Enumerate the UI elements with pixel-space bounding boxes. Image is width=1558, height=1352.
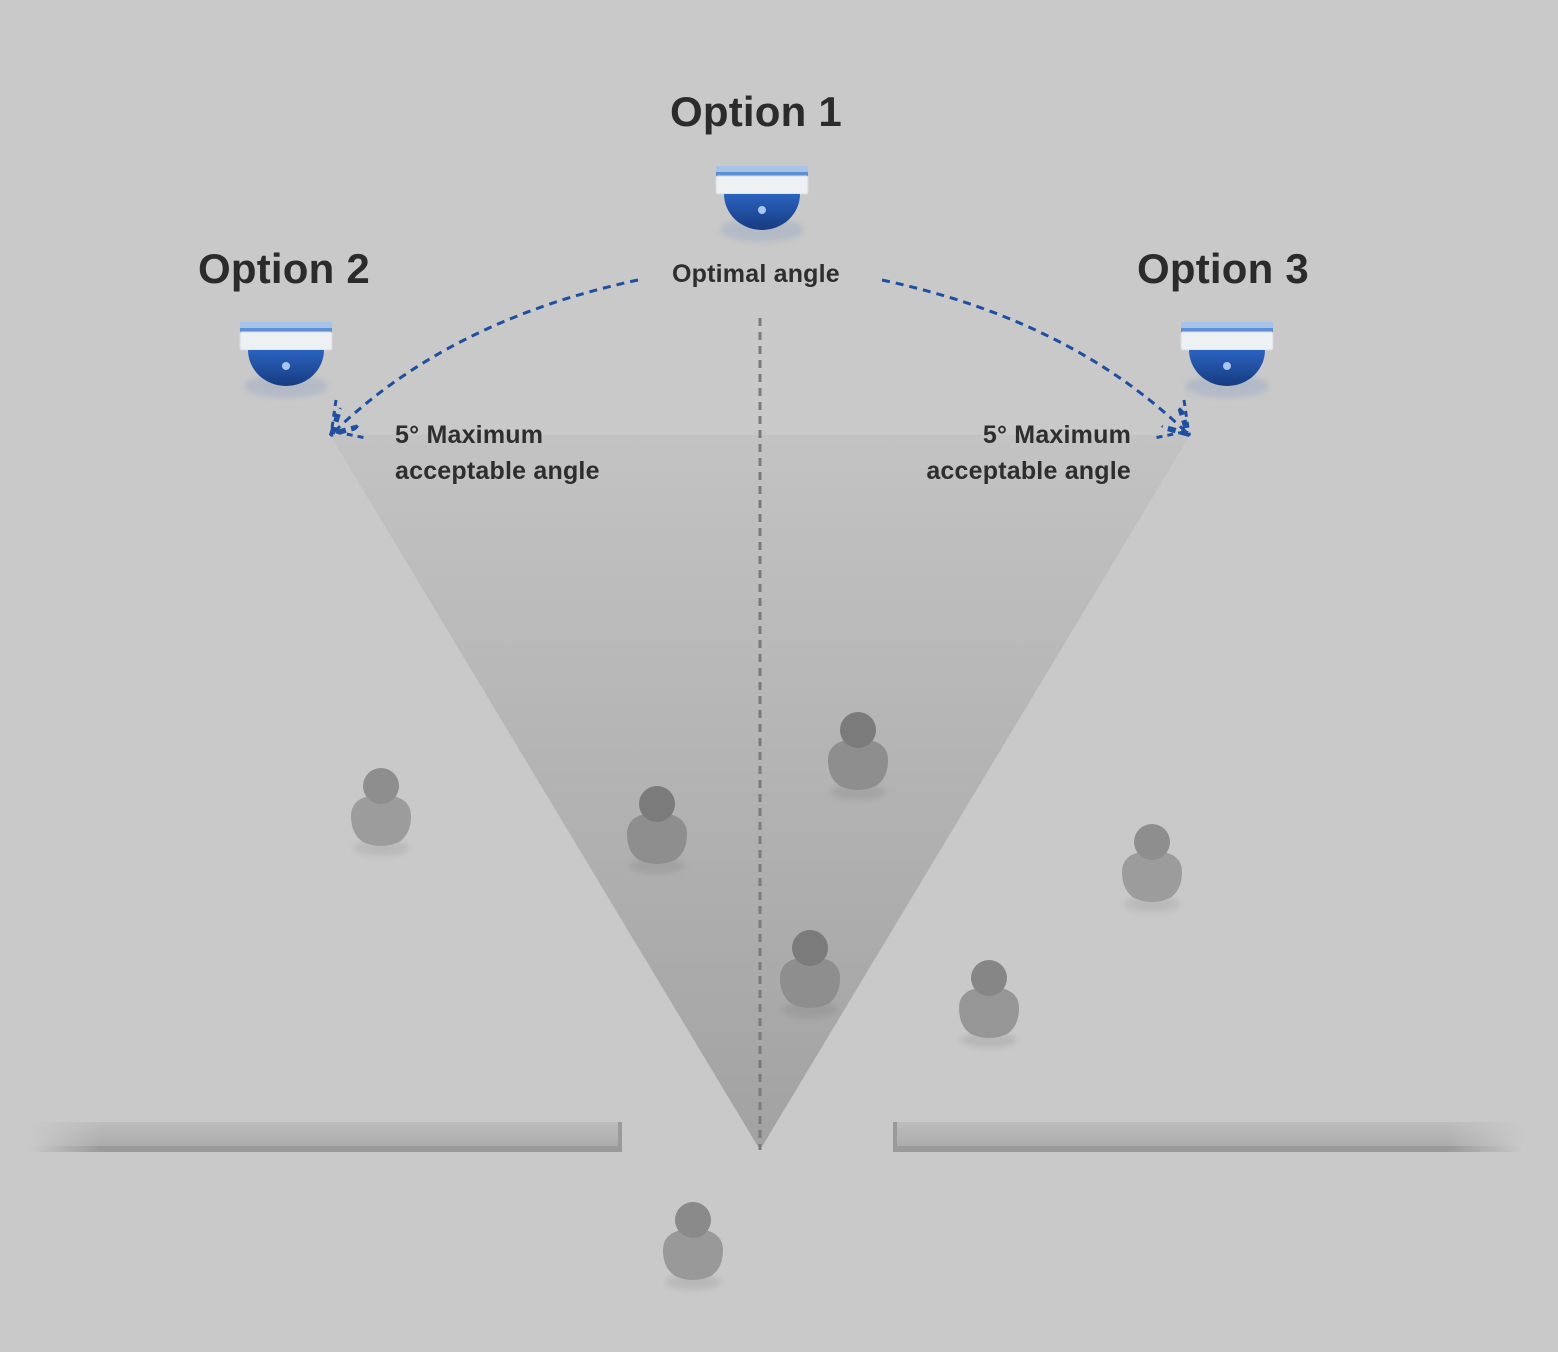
person-icon bbox=[663, 1202, 723, 1290]
wall-left bbox=[30, 1118, 622, 1158]
max-angle-label-right: 5° Maximum acceptable angle bbox=[920, 417, 1131, 489]
max-angle-left-line2: acceptable angle bbox=[395, 457, 600, 485]
max-angle-right-line1: 5° Maximum bbox=[982, 421, 1131, 449]
field-of-view-cone bbox=[330, 435, 1190, 1150]
arrow-tail-left bbox=[335, 430, 367, 440]
option-3-title: Option 3 bbox=[1137, 245, 1309, 292]
person-icon bbox=[351, 768, 411, 856]
arrow-tick-right bbox=[1182, 399, 1190, 429]
max-angle-right-line2: acceptable angle bbox=[926, 457, 1131, 485]
person-icon bbox=[1122, 824, 1182, 912]
max-angle-label-left: 5° Maximum acceptable angle bbox=[395, 417, 600, 489]
max-angle-left-line1: 5° Maximum bbox=[395, 421, 544, 449]
optimal-angle-label: Optimal angle bbox=[672, 260, 840, 288]
person-icon bbox=[959, 960, 1019, 1048]
dome-camera-icon bbox=[716, 166, 808, 242]
wall-right bbox=[893, 1118, 1523, 1158]
arrow-tick-left bbox=[330, 399, 338, 429]
dome-camera-icon bbox=[240, 322, 332, 398]
arrow-tail-right bbox=[1153, 430, 1185, 440]
arc-right-dashed bbox=[881, 278, 1186, 432]
arc-left-dashed bbox=[334, 278, 639, 432]
option-1-title: Option 1 bbox=[670, 88, 842, 135]
option-2-title: Option 2 bbox=[198, 245, 370, 292]
dome-camera-icon bbox=[1181, 322, 1273, 398]
